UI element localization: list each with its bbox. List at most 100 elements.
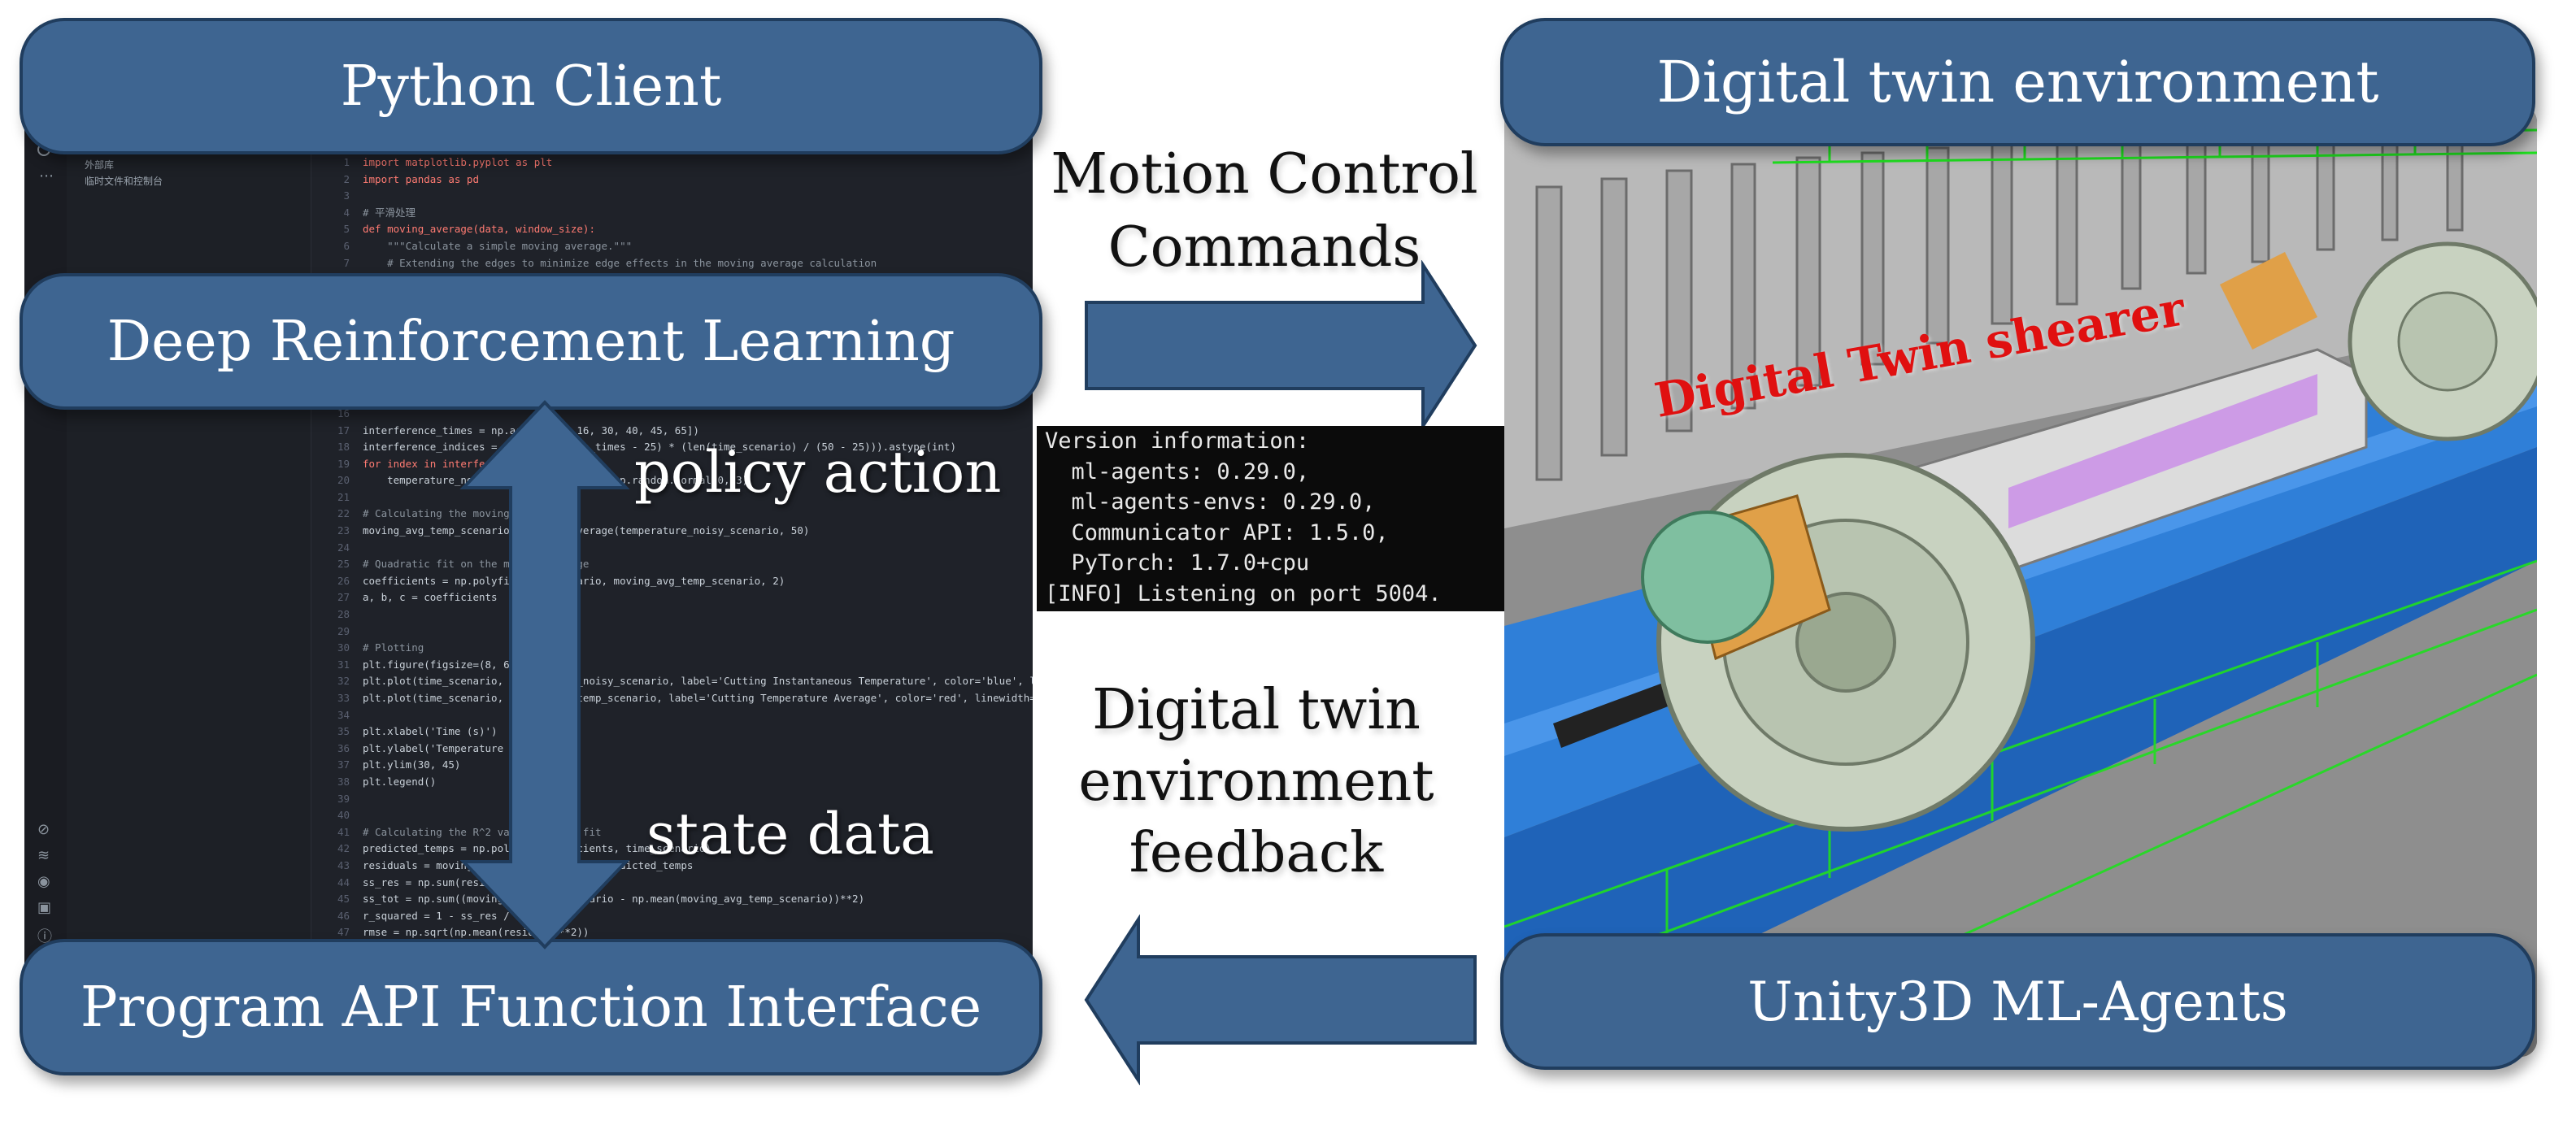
code-text: import pandas as pd bbox=[363, 172, 479, 185]
line-number: 27 bbox=[337, 591, 350, 604]
line-number: 1 bbox=[343, 156, 350, 168]
code-text: # 平滑处理 bbox=[363, 206, 416, 219]
code-text: a, b, c = coefficients bbox=[363, 591, 498, 604]
code-line: 1 import matplotlib.pyplot as plt bbox=[325, 154, 1025, 172]
drl-title: Deep Reinforcement Learning bbox=[107, 309, 955, 374]
line-number: 17 bbox=[337, 424, 350, 437]
api-title: Program API Function Interface bbox=[80, 975, 982, 1040]
feedback-line1: Digital twin bbox=[1092, 678, 1421, 742]
feedback-line2: environment bbox=[1078, 750, 1434, 814]
line-number: 6 bbox=[343, 239, 350, 252]
line-number: 42 bbox=[337, 842, 350, 855]
code-line: 5 def moving_average(data, window_size): bbox=[325, 221, 1025, 238]
line-number: 32 bbox=[337, 675, 350, 688]
line-number: 7 bbox=[343, 256, 350, 269]
code-line: 25# Quadratic fit on the moving average bbox=[325, 556, 1025, 573]
code-line: 7 # Extending the edges to minimize edge… bbox=[325, 255, 1025, 272]
terminal-line: Communicator API: 1.5.0, bbox=[1045, 519, 1389, 545]
code-text: def moving_average(data, window_size): bbox=[363, 223, 595, 236]
code-line: 34 bbox=[325, 707, 1025, 724]
code-text: plt.ylim(30, 45) bbox=[363, 758, 461, 771]
line-number: 4 bbox=[343, 206, 350, 219]
line-number: 39 bbox=[337, 792, 350, 805]
line-number: 16 bbox=[337, 406, 350, 419]
policy-action-label: policy action bbox=[634, 439, 1002, 506]
shearer-3d-render bbox=[1504, 106, 2537, 1057]
line-number: 3 bbox=[343, 189, 350, 202]
line-number: 41 bbox=[337, 825, 350, 838]
code-line: 37 plt.ylim(30, 45) bbox=[325, 757, 1025, 774]
line-number: 46 bbox=[337, 909, 350, 922]
code-text: import matplotlib.pyplot as plt bbox=[363, 156, 553, 168]
motion-control-line1: Motion Control bbox=[1051, 142, 1478, 206]
code-text: moving_avg_temp_scenario = moving_averag… bbox=[363, 524, 810, 537]
code-line: 23 moving_avg_temp_scenario = moving_aver… bbox=[325, 523, 1025, 540]
line-number: 19 bbox=[337, 457, 350, 470]
line-number: 37 bbox=[337, 758, 350, 771]
digital-twin-scene: Digital Twin shearer bbox=[1504, 106, 2537, 1057]
motion-control-line2: Commands bbox=[1107, 215, 1421, 280]
line-number: 5 bbox=[343, 223, 350, 236]
code-line: 21 bbox=[325, 489, 1025, 506]
editor-activity-bar: ⋯ ⊘ ≋ ◉ ▣ ⓘ bbox=[24, 81, 67, 1016]
code-line: 39 bbox=[325, 791, 1025, 808]
code-line: 28 bbox=[325, 606, 1025, 624]
line-number: 18 bbox=[337, 441, 350, 454]
code-line: 6 """Calculate a simple moving average."… bbox=[325, 238, 1025, 255]
feedback-arrow bbox=[1084, 915, 1477, 1085]
line-number: 31 bbox=[337, 658, 350, 671]
line-number: 22 bbox=[337, 507, 350, 520]
line-number: 23 bbox=[337, 524, 350, 537]
line-number: 44 bbox=[337, 876, 350, 889]
code-line: 22# Calculating the moving average bbox=[325, 506, 1025, 523]
code-text: # Extending the edges to minimize edge e… bbox=[363, 256, 877, 269]
line-number: 20 bbox=[337, 474, 350, 487]
line-number: 34 bbox=[337, 708, 350, 721]
code-text: """Calculate a simple moving average.""" bbox=[363, 239, 633, 252]
ml-agents-terminal: Version information: ml-agents: 0.29.0, … bbox=[1037, 426, 1512, 611]
code-line: 30# Plotting bbox=[325, 640, 1025, 657]
terminal-line: ml-agents: 0.29.0, bbox=[1045, 458, 1310, 484]
line-number: 29 bbox=[337, 624, 350, 637]
feedback-label: Digital twin environment feedback bbox=[1049, 675, 1464, 889]
stack-icon: ≋ bbox=[37, 847, 50, 864]
more-icon: ⋯ bbox=[39, 167, 54, 185]
code-text: # Plotting bbox=[363, 641, 424, 654]
code-text: plt.plot(time_scenario, temperature_nois… bbox=[363, 675, 1033, 688]
motion-control-label: Motion Control Commands bbox=[1049, 138, 1480, 285]
line-number: 2 bbox=[343, 172, 350, 185]
line-number: 33 bbox=[337, 692, 350, 704]
layers-icon: ⊘ bbox=[37, 821, 50, 838]
unity-ml-agents-pill: Unity3D ML-Agents bbox=[1500, 933, 2535, 1070]
unity-ml-agents-title: Unity3D ML-Agents bbox=[1747, 970, 2288, 1033]
file-tree-item: 外部库 bbox=[85, 159, 115, 171]
digital-twin-env-title: Digital twin environment bbox=[1656, 49, 2379, 115]
terminal-icon: ▣ bbox=[37, 899, 52, 916]
motion-control-arrow bbox=[1085, 260, 1477, 431]
run-icon: ◉ bbox=[37, 873, 50, 890]
line-number: 21 bbox=[337, 490, 350, 503]
api-pill: Program API Function Interface bbox=[20, 939, 1042, 1075]
line-number: 43 bbox=[337, 858, 350, 871]
state-data-label: state data bbox=[646, 801, 934, 867]
code-line: 29 bbox=[325, 624, 1025, 641]
digital-twin-env-pill: Digital twin environment bbox=[1500, 18, 2535, 146]
terminal-line: PyTorch: 1.7.0+cpu bbox=[1045, 550, 1310, 576]
line-number: 25 bbox=[337, 558, 350, 571]
line-number: 45 bbox=[337, 893, 350, 906]
line-number: 28 bbox=[337, 608, 350, 621]
code-line: 27 a, b, c = coefficients bbox=[325, 589, 1025, 606]
code-text: plt.xlabel('Time (s)') bbox=[363, 725, 498, 738]
line-number: 47 bbox=[337, 926, 350, 939]
python-client-pill: Python Client bbox=[20, 18, 1042, 154]
line-number: 26 bbox=[337, 574, 350, 587]
python-client-title: Python Client bbox=[340, 54, 722, 119]
policy-state-double-arrow bbox=[459, 400, 630, 949]
